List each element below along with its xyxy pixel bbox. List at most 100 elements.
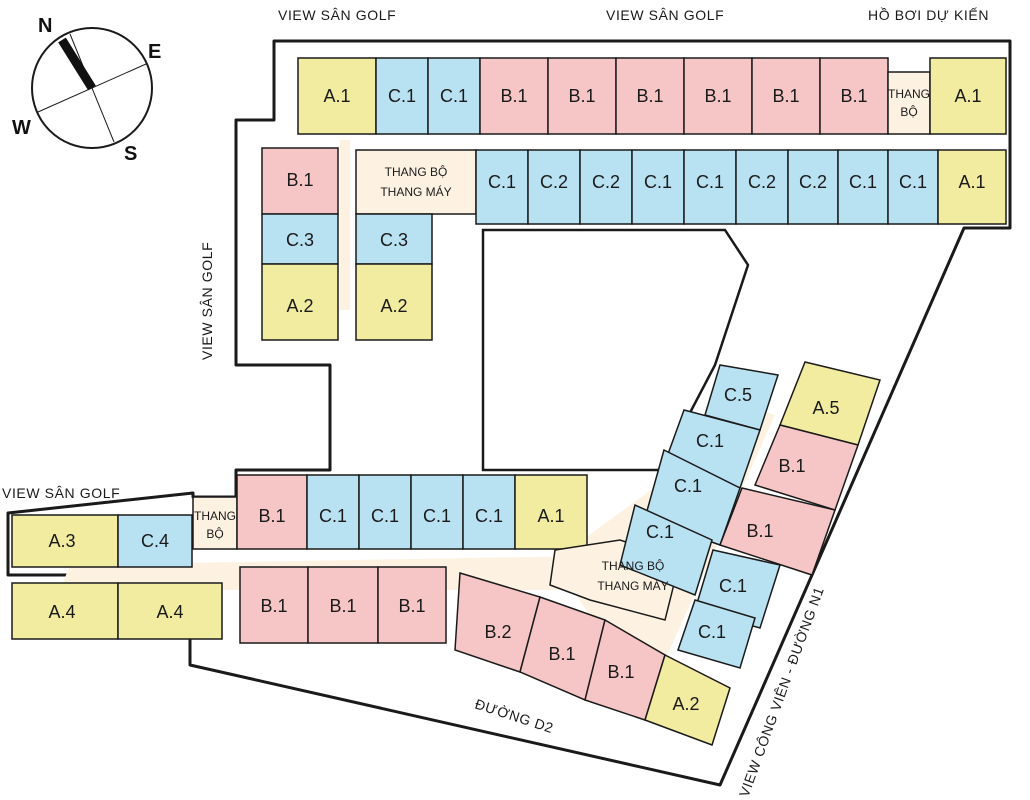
unit-north-outer-6[interactable] [615, 57, 685, 135]
unit-label: A.3 [48, 531, 75, 551]
view-label-golf-left: VIEW SÂN GOLF [199, 242, 215, 360]
unit-label: B.1 [260, 596, 287, 616]
unit-label: B.1 [398, 596, 425, 616]
unit-label: C.3 [380, 230, 408, 250]
unit-south-outer-2[interactable] [117, 514, 193, 568]
stair-label: BỘ [206, 526, 223, 541]
stair-label: THANG [888, 87, 930, 101]
unit-south-outer-1[interactable] [11, 514, 119, 568]
unit-label: C.1 [488, 172, 516, 192]
unit-label: B.1 [286, 170, 313, 190]
unit-diagonal-outer-3[interactable] [719, 487, 836, 576]
stair-core-north [887, 71, 931, 135]
unit-label: B.1 [607, 662, 634, 682]
unit-north-outer-5[interactable] [547, 57, 617, 135]
lift-label: THANG BỘ [385, 164, 448, 179]
unit-north-inner-7[interactable] [787, 149, 839, 225]
unit-west-4[interactable] [261, 263, 339, 341]
unit-south-inner-4[interactable] [307, 566, 379, 644]
unit-label: A.2 [380, 296, 407, 316]
unit-south-outer-8[interactable] [514, 474, 588, 550]
unit-south-inner-2[interactable] [117, 582, 223, 640]
unit-label: C.2 [748, 172, 776, 192]
unit-north-inner-3[interactable] [579, 149, 633, 225]
unit-north-inner-2[interactable] [527, 149, 581, 225]
unit-south-inner-5[interactable] [377, 566, 447, 644]
unit-label: A.5 [812, 398, 839, 418]
north-outer-row [297, 57, 1007, 135]
unit-label: C.1 [696, 172, 724, 192]
unit-label: C.1 [475, 506, 503, 526]
unit-north-inner-5[interactable] [683, 149, 737, 225]
unit-north-inner-6[interactable] [735, 149, 789, 225]
core-labels: THANG BỘ THANG BỘ THANG MÁY THANG BỘ THA… [194, 87, 930, 593]
lift-core-north [355, 149, 477, 215]
unit-south-outer-3[interactable] [236, 474, 308, 550]
compass-east-label: E [148, 41, 161, 63]
unit-diagonal-inner-6[interactable] [677, 599, 756, 669]
unit-north-outer-7[interactable] [683, 57, 753, 135]
unit-label: B.1 [772, 86, 799, 106]
unit-north-inner-9[interactable] [887, 149, 939, 225]
unit-label: B.1 [746, 521, 773, 541]
unit-label: A.1 [958, 172, 985, 192]
unit-label: C.1 [440, 86, 468, 106]
unit-label: C.1 [388, 86, 416, 106]
unit-west-1[interactable] [261, 147, 339, 215]
lift-label: THANG BỘ [602, 558, 665, 573]
unit-north-outer-1[interactable] [297, 57, 377, 135]
unit-label: B.1 [636, 86, 663, 106]
north-inner-row [355, 149, 1007, 225]
unit-label: C.4 [141, 531, 169, 551]
unit-north-outer-9[interactable] [819, 57, 889, 135]
compass: N E S W [12, 15, 161, 165]
view-label-pool: HỒ BƠI DỰ KIẾN [868, 6, 989, 23]
unit-label: B.2 [484, 622, 511, 642]
unit-label: B.1 [329, 596, 356, 616]
unit-labels: A.1 C.1 C.1 B.1 B.1 B.1 B.1 B.1 B.1 A.1 … [48, 86, 985, 714]
unit-label: A.1 [954, 86, 981, 106]
unit-label: A.1 [323, 86, 350, 106]
unit-label: C.5 [724, 385, 752, 405]
unit-north-outer-8[interactable] [751, 57, 821, 135]
stair-label: THANG [194, 509, 236, 523]
unit-label: C.1 [899, 172, 927, 192]
unit-label: C.1 [646, 522, 674, 542]
unit-label: C.1 [696, 431, 724, 451]
stair-core-west [192, 496, 238, 550]
unit-label: C.1 [644, 172, 672, 192]
diagonal-outer-column [719, 361, 881, 576]
unit-diagonal-inner-4[interactable] [619, 503, 713, 596]
courtyard [481, 228, 750, 472]
unit-north-inner-4[interactable] [631, 149, 685, 225]
unit-west-3[interactable] [355, 213, 433, 265]
unit-label: B.1 [840, 86, 867, 106]
unit-south-outer-6[interactable] [410, 474, 464, 550]
unit-north-inner-10[interactable] [937, 149, 1007, 225]
unit-north-inner-1[interactable] [475, 149, 529, 225]
view-label-golf-far-left: VIEW SÂN GOLF [2, 485, 120, 501]
unit-label: A.1 [537, 506, 564, 526]
unit-label: A.2 [672, 694, 699, 714]
unit-label: C.1 [849, 172, 877, 192]
unit-north-inner-8[interactable] [837, 149, 889, 225]
compass-north-label: N [38, 15, 52, 37]
unit-south-inner-3[interactable] [239, 566, 309, 644]
diagonal-inner-column [619, 364, 781, 669]
unit-label: C.2 [592, 172, 620, 192]
unit-label: C.1 [423, 506, 451, 526]
unit-label: C.1 [371, 506, 399, 526]
unit-north-outer-4[interactable] [479, 57, 549, 135]
unit-label: C.1 [719, 576, 747, 596]
unit-label: A.4 [156, 602, 183, 622]
unit-north-outer-3[interactable] [427, 57, 481, 135]
compass-ring [31, 27, 153, 149]
stair-label: BỘ [900, 104, 917, 119]
unit-diagonal-south-4[interactable] [644, 653, 731, 746]
unit-west-5[interactable] [355, 263, 433, 341]
lift-label: THANG MÁY [597, 578, 668, 593]
unit-label: B.1 [548, 644, 575, 664]
unit-north-outer-10[interactable] [929, 57, 1007, 135]
unit-label: B.1 [258, 506, 285, 526]
